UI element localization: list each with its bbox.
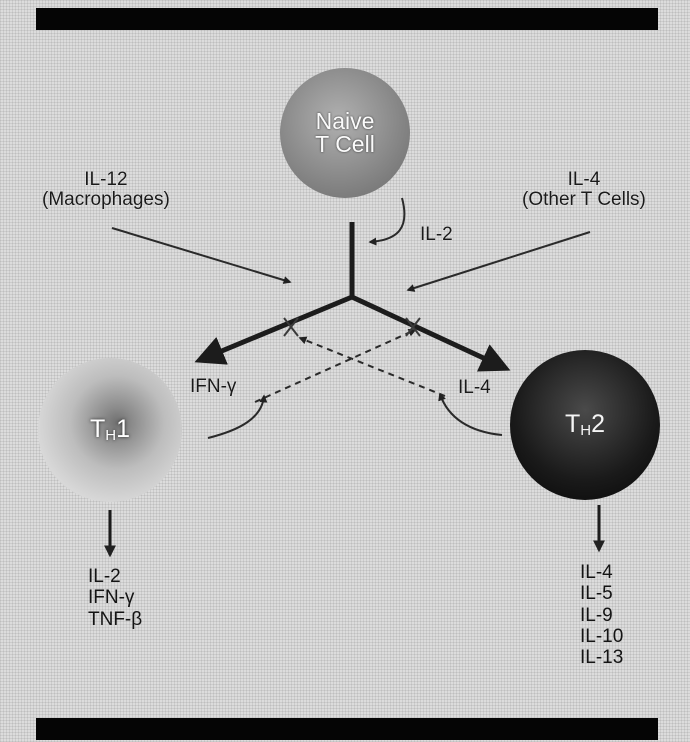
il4-feedback-curve — [438, 392, 503, 436]
il4-input-arrow — [406, 231, 591, 292]
il12-arrow — [111, 227, 292, 284]
th2-label: TH2 — [564, 409, 606, 439]
th2-output-item: IL-10 — [580, 625, 624, 647]
arrow-to-th1 — [194, 294, 353, 365]
il4-feedback-label: IL-4 — [458, 377, 491, 398]
top-border-bar — [36, 8, 658, 30]
inhibition-x-left — [283, 317, 299, 337]
inhibition-x-right — [405, 317, 421, 337]
th2-output-item: IL-5 — [580, 583, 613, 605]
th1-output-list: IL-2 IFN-γ TNF-β — [88, 566, 142, 630]
il2-curved-arrow — [368, 197, 406, 246]
bottom-border-bar — [36, 718, 658, 740]
th2-output-item: IL-13 — [580, 647, 624, 669]
dashed-inhibition-ifn — [254, 328, 417, 403]
th1-label: TH1 — [89, 414, 131, 444]
il2-label: IL-2 — [420, 224, 453, 245]
th1-output-item: IL-2 — [88, 566, 121, 587]
th2-cell: TH2 — [510, 350, 660, 500]
naive-cell-line1: Naive — [315, 107, 375, 134]
naive-t-cell: Naive T Cell — [280, 68, 410, 198]
naive-cell-line2: T Cell — [315, 131, 375, 157]
arrow-to-th2 — [350, 294, 511, 372]
ifn-feedback-curve — [207, 394, 268, 439]
dashed-inhibition-il4 — [298, 336, 446, 397]
th2-output-item: IL-9 — [580, 604, 613, 626]
th1-output-item: IFN-γ — [88, 587, 135, 609]
il12-label: IL-12 (Macrophages) — [42, 169, 170, 210]
ifn-gamma-label: IFN-γ — [190, 376, 237, 397]
th2-output-item: IL-4 — [580, 562, 613, 583]
th1-cell: TH1 — [38, 358, 182, 502]
th2-output-list: IL-4 IL-5 IL-9 IL-10 IL-13 — [580, 562, 623, 668]
il4-input-label: IL-4 (Other T Cells) — [522, 169, 646, 210]
th1-output-item: TNF-β — [88, 608, 143, 630]
